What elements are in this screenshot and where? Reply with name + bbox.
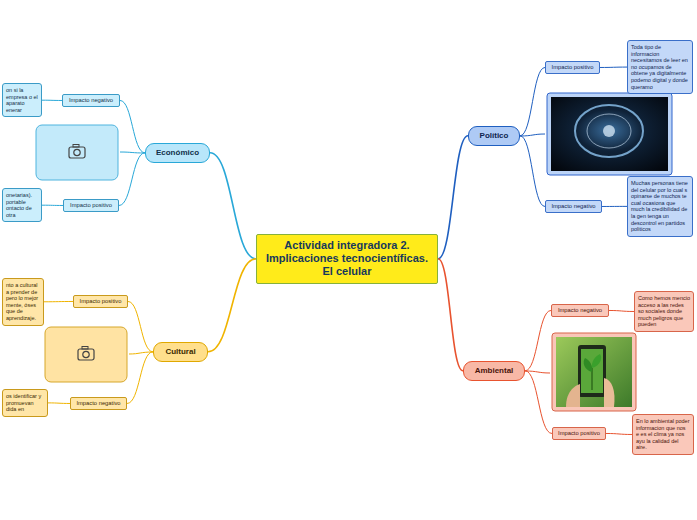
camera-body: [78, 349, 94, 360]
impact-label: Impacto positivo: [73, 295, 128, 308]
note-box: os identificar y promuevan dida en: [2, 389, 48, 417]
category-node: Político: [468, 126, 520, 146]
branch-connector: [520, 136, 545, 207]
hand-shape: [566, 384, 580, 407]
note-box: En lo ambiental poder informacion que no…: [632, 414, 694, 455]
camera-body: [69, 147, 85, 158]
node-text: Impacto positivo: [67, 202, 115, 209]
branch-connector: [525, 371, 552, 434]
note-box: onetarias). portable ontacto de otra: [2, 188, 42, 222]
green-picture: [556, 337, 632, 407]
impact-label: Impacto negativo: [551, 304, 609, 317]
hand-shape: [604, 378, 615, 407]
phone-shape: [578, 345, 606, 397]
node-text: Impacto negativo: [549, 203, 598, 210]
note-box: nto a cultural a prender de pero lo mejo…: [2, 278, 44, 326]
plant-leaf: [592, 354, 601, 368]
node-text: Muchas personas tiene del celular por lo…: [631, 180, 689, 233]
branch-connector: [525, 310, 551, 370]
node-text: En lo ambiental poder informacion que no…: [636, 418, 690, 451]
node-text: Impacto negativo: [555, 307, 605, 314]
node-text: Económico: [151, 148, 204, 158]
glow-ring: [575, 105, 643, 157]
plant-leaf: [584, 358, 593, 372]
picture-frame: [552, 333, 636, 411]
impact-label: Impacto positivo: [545, 61, 600, 74]
leader-line: [520, 134, 545, 136]
glow-core: [603, 125, 615, 137]
leader-line: [120, 152, 145, 153]
node-text: onetarias). portable ontacto de otra: [6, 192, 38, 218]
picture-frame: [547, 93, 672, 175]
node-text: Impacto positivo: [556, 430, 602, 437]
camera-lens: [83, 351, 89, 357]
branch-connector: [602, 206, 627, 207]
branch-connector: [606, 433, 632, 434]
space-picture: [551, 97, 668, 171]
branch-connector: [48, 402, 70, 404]
camera-top: [82, 347, 88, 350]
impact-label: Impacto negativo: [545, 200, 602, 213]
node-text: Toda tipo de informacion necesitamos de …: [631, 44, 689, 90]
node-text: Como hemos mencio acceso a las redes so …: [638, 295, 690, 328]
category-node: Cultural: [153, 342, 208, 362]
glow-ring: [587, 114, 631, 148]
picture-frame: [36, 125, 118, 180]
node-text: Impacto negativo: [74, 400, 123, 407]
central-topic: Actividad integradora 2. Implicaciones t…: [256, 234, 438, 284]
node-text: Impacto positivo: [77, 298, 124, 305]
node-text: Ambiental: [469, 366, 519, 376]
branch-connector: [210, 153, 256, 259]
category-node: Económico: [145, 143, 210, 163]
branch-connector: [119, 153, 145, 206]
phone-screen: [581, 349, 603, 393]
node-text: os identificar y promuevan dida en: [6, 393, 44, 413]
impact-label: Impacto positivo: [63, 199, 119, 212]
impact-label: Impacto negativo: [62, 94, 120, 107]
branch-connector: [609, 310, 634, 311]
node-text: Impacto negativo: [66, 97, 116, 104]
note-box: Muchas personas tiene del celular por lo…: [627, 176, 693, 237]
branch-connector: [600, 67, 627, 68]
note-box: Toda tipo de informacion necesitamos de …: [627, 40, 693, 94]
impact-label: Impacto positivo: [552, 427, 606, 440]
branch-connector: [42, 205, 63, 206]
impact-label: Impacto negativo: [70, 397, 127, 410]
camera-top: [73, 145, 79, 148]
node-text: Actividad integradora 2. Implicaciones t…: [262, 239, 432, 279]
branch-connector: [520, 67, 545, 135]
node-text: nto a cultural a prender de pero lo mejo…: [6, 282, 40, 322]
camera-icon: [78, 347, 94, 361]
branch-connector: [44, 301, 73, 302]
branch-connector: [128, 301, 153, 351]
branch-connector: [208, 259, 256, 352]
node-text: on si la empresa o el aparato enerar: [6, 87, 38, 113]
camera-icon: [69, 145, 85, 159]
branch-connector: [120, 100, 145, 152]
category-node: Ambiental: [463, 361, 525, 381]
node-text: Cultural: [159, 347, 202, 357]
node-text: Político: [474, 131, 514, 141]
note-box: on si la empresa o el aparato enerar: [2, 83, 42, 117]
node-text: Impacto positivo: [549, 64, 596, 71]
branch-connector: [42, 100, 62, 101]
branch-connector: [127, 352, 153, 404]
branch-connector: [438, 259, 463, 371]
branch-connector: [438, 136, 468, 259]
picture-frame: [45, 327, 127, 382]
note-box: Como hemos mencio acceso a las redes so …: [634, 291, 694, 332]
camera-lens: [74, 149, 80, 155]
